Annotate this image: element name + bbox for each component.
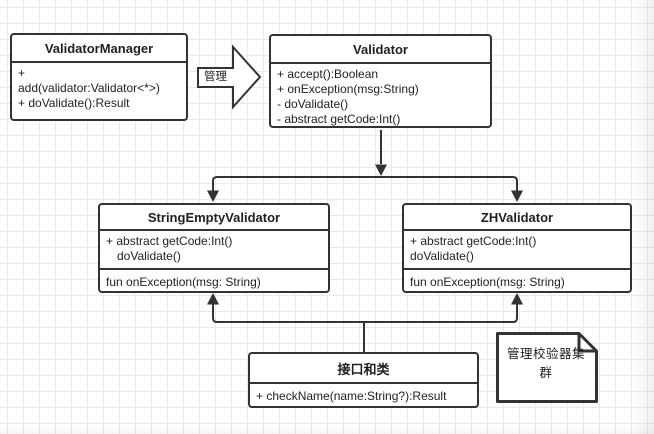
class-title: 接口和类	[250, 354, 477, 384]
class-title: StringEmptyValidator	[100, 205, 328, 231]
manage-arrow-label: 管理	[204, 71, 227, 83]
inheritance-connector[interactable]	[207, 130, 523, 202]
block-arrow-shape	[197, 44, 262, 110]
member-line: + abstract getCode:Int()	[410, 234, 537, 248]
member-line: fun onException(msg: String)	[410, 275, 565, 289]
note-text: 管理校验器集群	[506, 347, 585, 380]
right-edge-shade	[630, 0, 654, 434]
member-line: + checkName(name:String?):Result	[256, 389, 447, 403]
member-line: doValidate()	[410, 249, 474, 263]
note-fold-icon	[577, 333, 597, 353]
class-box-interface-and-class[interactable]: 接口和类 + checkName(name:String?):Result	[248, 352, 479, 408]
class-members: + checkName(name:String?):Result	[250, 384, 477, 408]
class-box-string-empty-validator[interactable]: StringEmptyValidator + abstract getCode:…	[98, 203, 330, 293]
class-functions: fun onException(msg: String)	[100, 270, 328, 294]
class-operations: + abstract getCode:Int() doValidate()	[100, 231, 328, 270]
member-line: fun onException(msg: String)	[106, 275, 261, 289]
class-members: + accept():Boolean + onException(msg:Str…	[271, 64, 490, 131]
class-title: Validator	[271, 36, 490, 64]
member-line: +	[18, 66, 26, 80]
member-line: add(validator:Validator<*>)	[18, 81, 160, 95]
class-box-zh-validator[interactable]: ZHValidator + abstract getCode:Int() doV…	[402, 203, 632, 293]
member-line: - doValidate()	[277, 97, 349, 111]
member-line: + abstract getCode:Int()	[106, 234, 233, 248]
class-title: ZHValidator	[404, 205, 630, 231]
class-members: + add(validator:Validator<*>) + doValida…	[12, 63, 186, 115]
bottom-edge-shade	[0, 426, 654, 434]
member-line: doValidate()	[117, 249, 181, 263]
class-box-validator[interactable]: Validator + accept():Boolean + onExcepti…	[269, 34, 492, 128]
member-line: + accept():Boolean	[277, 67, 379, 81]
class-operations: + abstract getCode:Int() doValidate()	[404, 231, 630, 270]
member-line: + doValidate():Result	[18, 96, 130, 110]
class-functions: fun onException(msg: String)	[404, 270, 630, 294]
manage-block-arrow[interactable]: 管理	[195, 44, 263, 110]
dependency-connector[interactable]	[207, 293, 523, 352]
note-outline	[496, 332, 598, 403]
member-line: - abstract getCode:Int()	[277, 112, 401, 126]
class-title: ValidatorManager	[12, 35, 186, 63]
member-line: + onException(msg:String)	[277, 82, 419, 96]
note-shape[interactable]: 管理校验器集群	[496, 332, 598, 403]
class-box-validator-manager[interactable]: ValidatorManager + add(validator:Validat…	[10, 33, 188, 121]
